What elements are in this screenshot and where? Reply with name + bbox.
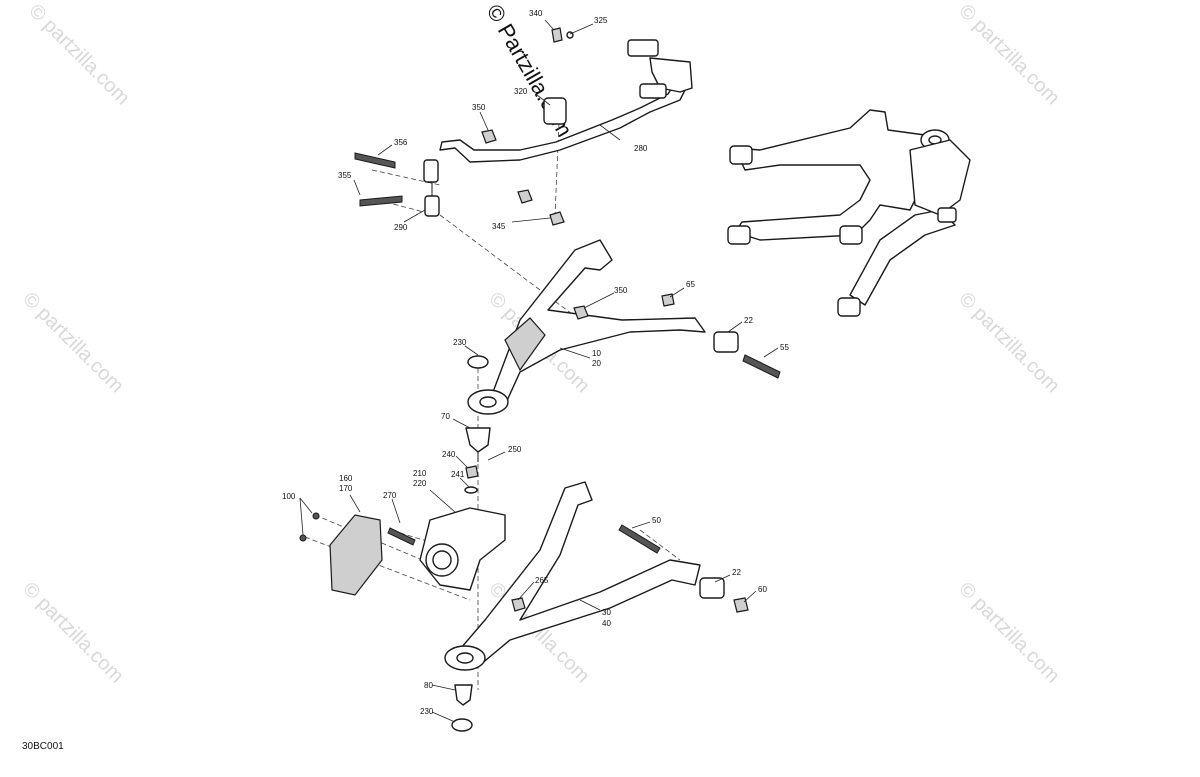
lower-a-arm-assembly <box>444 481 749 732</box>
callout-320: 320 <box>514 87 528 96</box>
callout-170: 170 <box>339 484 353 493</box>
callout-50: 50 <box>652 516 661 525</box>
callout-230-lower: 230 <box>420 707 434 716</box>
callout-10: 10 <box>592 349 601 358</box>
knuckle-assembly <box>299 427 506 596</box>
callout-labels: 340 325 320 350 356 355 290 345 280 65 3… <box>282 9 789 716</box>
diagram-code: 30BC001 <box>22 741 64 752</box>
callout-40: 40 <box>602 619 611 628</box>
watermark-bottom-left: © partzilla.com <box>18 578 127 687</box>
callout-160: 160 <box>339 474 353 483</box>
callout-345: 345 <box>492 222 506 231</box>
callout-290: 290 <box>394 223 408 232</box>
callout-350-mid: 350 <box>614 286 628 295</box>
callout-100: 100 <box>282 492 296 501</box>
watermark-top-right: © partzilla.com <box>954 0 1063 109</box>
callout-30: 30 <box>602 608 611 617</box>
watermark-top-left: © partzilla.com <box>24 0 133 109</box>
callout-355: 355 <box>338 171 352 180</box>
watermark-mid-left: © partzilla.com <box>18 288 127 397</box>
suspension-overview <box>727 109 971 317</box>
callout-265: 265 <box>535 576 549 585</box>
callout-20: 20 <box>592 359 601 368</box>
upper-a-arm-assembly <box>467 239 781 415</box>
callout-240: 240 <box>442 450 456 459</box>
callout-60: 60 <box>758 585 767 594</box>
callout-270: 270 <box>383 491 397 500</box>
callout-280: 280 <box>634 144 648 153</box>
callout-70: 70 <box>441 412 450 421</box>
callout-80: 80 <box>424 681 433 690</box>
callout-356: 356 <box>394 138 408 147</box>
leader-lines <box>299 19 779 723</box>
callout-250: 250 <box>508 445 522 454</box>
callout-325: 325 <box>594 16 608 25</box>
callout-220: 220 <box>413 479 427 488</box>
callout-65: 65 <box>686 280 695 289</box>
callout-340: 340 <box>529 9 543 18</box>
watermark-bottom-right: © partzilla.com <box>954 578 1063 687</box>
callout-22-upper: 22 <box>744 316 753 325</box>
callout-55: 55 <box>780 343 789 352</box>
callout-210: 210 <box>413 469 427 478</box>
callout-241: 241 <box>451 470 465 479</box>
callout-350-top: 350 <box>472 103 486 112</box>
callout-230-upper: 230 <box>453 338 467 347</box>
watermark-mid-right: © partzilla.com <box>954 288 1063 397</box>
callout-22-lower: 22 <box>732 568 741 577</box>
